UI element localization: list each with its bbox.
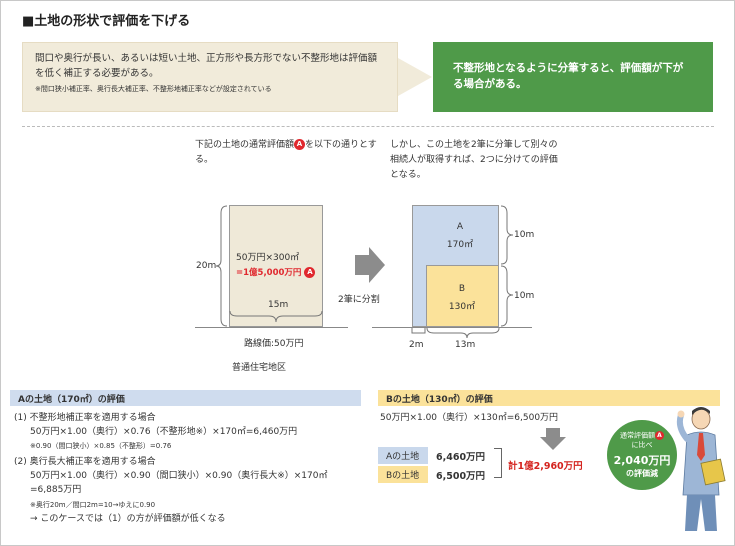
land-b-name: B: [458, 284, 466, 294]
land-a-depth-label: 10m: [514, 230, 535, 240]
land-a-area: 170㎡: [446, 240, 474, 250]
badge-a-icon: A: [655, 431, 664, 440]
right-arrow-icon: [398, 58, 432, 96]
split-label: 2筆に分割: [338, 295, 380, 305]
original-land-plot: [229, 205, 323, 327]
section-a-item2-title: (2) 奥行長大補正率を適用する場合: [14, 457, 156, 467]
land-calc: 50万円×300㎡: [236, 253, 300, 263]
dotted-divider: [22, 126, 714, 127]
land-b-area: 130㎡: [448, 302, 476, 312]
land-width-label: 15m: [268, 300, 289, 310]
intro-note: ※間口狭小補正率、奥行長大補正率、不整形地補正率などが設定されている: [35, 85, 272, 93]
intro-text: 間口や奥行が長い、あるいは短い土地、正方形や長方形でない不整形地は評価額を低く補…: [35, 53, 378, 79]
section-a-item1-note: ※0.90（間口狭小）×0.85（不整形）=0.76: [30, 442, 172, 450]
total-value: 計1億2,960万円: [508, 461, 583, 472]
caption-left-pre: 下記の土地の通常評価額: [195, 140, 295, 150]
intro-box: 間口や奥行が長い、あるいは短い土地、正方形や長方形でない不整形地は評価額を低く補…: [22, 42, 398, 112]
circle-line1-pre: 通常評価額: [620, 431, 655, 440]
zone-label: 普通住宅地区: [232, 363, 287, 373]
land-a-pill: Aの土地: [378, 447, 428, 464]
section-a-item2-note: ※奥行20m／間口2m=10→ゆえに0.90: [30, 501, 156, 509]
circle-suffix: の評価減: [626, 468, 658, 478]
badge-a-icon: A: [294, 139, 306, 150]
split-road-line: [372, 327, 532, 328]
depth-bracket-icon: [215, 205, 228, 327]
land-b-depth-label: 10m: [514, 291, 535, 301]
section-a-item2-result: =6,885万円: [30, 485, 82, 495]
split-depth-bracket-icon: [500, 205, 514, 327]
land-a-name: A: [456, 222, 464, 232]
caption-left-post: を以下の通りとする。: [195, 140, 377, 165]
caption-right: しかし、この土地を2筆に分筆して別々の相続人が取得すれば、2つに分けての評価とな…: [390, 140, 558, 180]
land-b-value: 6,500万円: [436, 471, 486, 482]
businessman-illustration-icon: [676, 407, 726, 531]
section-a-item2-calc: 50万円×1.00（奥行）×0.90（間口狭小）×0.90（奥行長大※）×170…: [30, 471, 328, 481]
land-a-value: 6,460万円: [436, 452, 486, 463]
land-depth-label: 20m: [196, 261, 217, 271]
sum-bracket-icon: [494, 448, 502, 478]
section-a-header: Aの土地（170㎡）の評価: [10, 390, 361, 406]
section-a-conclusion: → このケースでは（1）の方が評価額が低くなる: [30, 514, 226, 524]
land-b-plot: [426, 265, 499, 327]
land-result: =1億5,000万円 A: [236, 266, 316, 278]
land-result-text: =1億5,000万円: [236, 268, 302, 278]
circle-amount: 2,040万円: [613, 453, 671, 467]
road-line: [195, 327, 348, 328]
width-bracket-icon: [229, 310, 323, 323]
land-a-front-label: 2m: [409, 340, 424, 350]
land-b-front-label: 13m: [455, 340, 476, 350]
land-b-pill: Bの土地: [378, 466, 428, 483]
section-a-item1-title: (1) 不整形地補正率を適用する場合: [14, 413, 156, 423]
split-arrow-icon: [355, 247, 385, 283]
circle-line2: に比べ: [631, 440, 653, 449]
section-a-item1-calc: 50万円×1.00（奥行）×0.76（不整形地※）×170㎡=6,460万円: [30, 427, 298, 437]
page-title: ■土地の形状で評価を下げる: [22, 14, 191, 29]
front-bracket-icon: [411, 327, 500, 339]
section-b-header: Bの土地（130㎡）の評価: [378, 390, 720, 406]
road-price-label: 路線価:50万円: [244, 339, 304, 349]
badge-a-icon: A: [304, 267, 316, 278]
down-arrow-icon: [540, 428, 566, 450]
highlight-box: 不整形地となるように分筆すると、評価額が下がる場合がある。: [433, 42, 713, 112]
section-b-calc: 50万円×1.00（奥行）×130㎡=6,500万円: [380, 413, 559, 423]
